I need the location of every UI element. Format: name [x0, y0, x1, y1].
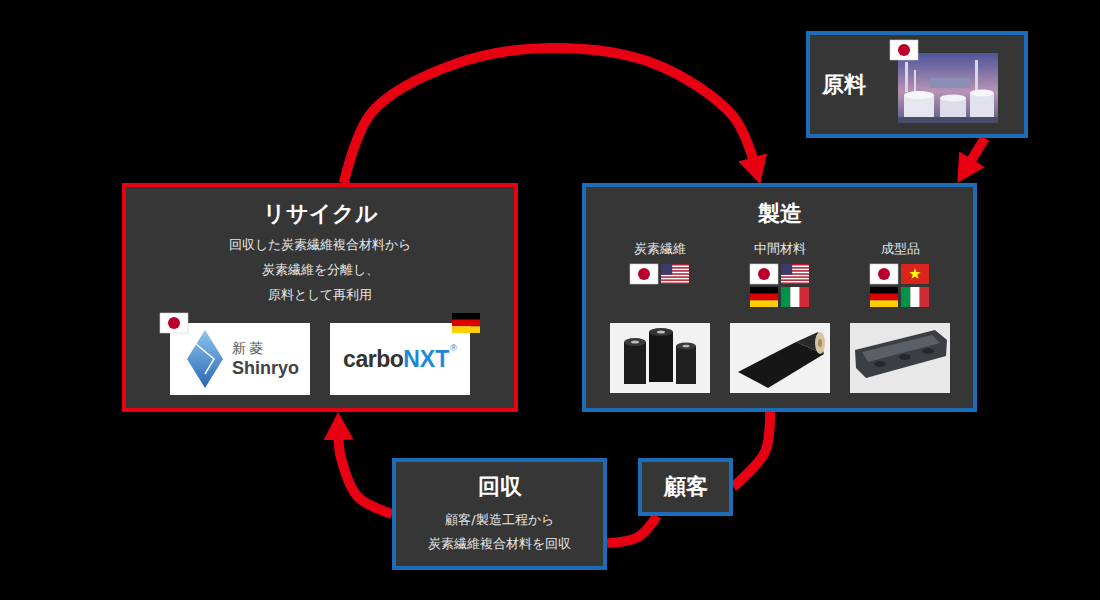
- refinery-photo-part: [905, 62, 908, 92]
- fiber-photo-part: [683, 345, 690, 348]
- cycle-arrow: [733, 412, 770, 487]
- fiber-photo-part: [676, 343, 696, 350]
- molded-part-photo-part: [899, 354, 911, 360]
- refinery-photo-part: [930, 78, 970, 88]
- stage-box: 製造: [582, 183, 977, 412]
- cycle-arrow: [970, 138, 985, 163]
- molded-part-photo-part: [850, 323, 950, 393]
- logo-text: NXT: [403, 345, 449, 373]
- country-flag-part: [901, 264, 929, 284]
- shinryo-mark-part: [196, 344, 214, 374]
- cycle-arrow: [339, 436, 392, 514]
- box-heading: 回収: [478, 472, 522, 502]
- sheet-photo-part: [730, 323, 830, 393]
- refinery-photo-part: [904, 91, 934, 99]
- product-label: 中間材料: [754, 240, 806, 258]
- sheet-photo: [730, 323, 830, 393]
- box-body: 回収した炭素繊維複合材料から 炭素繊維を分離し、 原料として再利用: [220, 232, 420, 307]
- box-heading: リサイクル: [263, 199, 378, 229]
- box-body: 顧客/製造工程から 炭素繊維複合材料を回収: [425, 508, 575, 556]
- country-flag-part: [630, 264, 658, 284]
- fiber-photo-part: [649, 332, 673, 382]
- molded-part-photo-part: [855, 330, 947, 378]
- product-label: 炭素繊維: [634, 240, 686, 258]
- fiber-photo-part: [624, 338, 646, 346]
- fiber-photo: [610, 323, 710, 393]
- input-box: 原料: [806, 31, 1028, 138]
- country-flag-part: [160, 313, 188, 333]
- fiber-photo-part: [657, 331, 665, 334]
- country-flag-part: [781, 264, 809, 284]
- sheet-photo-part: [796, 332, 824, 354]
- label-slot: 炭素繊維: [610, 238, 710, 258]
- refinery-photo-part: [975, 60, 978, 92]
- refinery-photo-part: [914, 70, 916, 92]
- refinery-photo-part: [898, 53, 998, 123]
- logo-text: ®: [450, 343, 457, 353]
- country-flag-part: [901, 287, 929, 307]
- box-heading: 顧客: [664, 472, 708, 502]
- country-flag-part: [870, 264, 898, 284]
- refinery-photo: [898, 53, 998, 123]
- shinryo-mark: [187, 330, 223, 388]
- fiber-photo-part: [631, 341, 639, 344]
- cycle-arrow: [607, 516, 657, 543]
- product-label: 成型品: [881, 240, 920, 258]
- sheet-photo-part: [815, 332, 825, 354]
- fiber-photo-part: [624, 342, 646, 384]
- logo-text: 新菱: [232, 339, 266, 357]
- molded-part-photo-part: [862, 335, 940, 362]
- country-flag-part: [890, 40, 918, 60]
- sheet-photo-part: [818, 339, 822, 347]
- country-flag-part: [750, 264, 778, 284]
- molded-part-photo: [850, 323, 950, 393]
- refinery-photo-part: [940, 95, 966, 102]
- refinery-photo-part: [904, 95, 934, 117]
- logo-text: carbo: [343, 345, 403, 373]
- box-heading: 原料: [822, 70, 866, 100]
- shinryo-mark-part: [187, 330, 223, 388]
- refinery-photo-part: [940, 98, 966, 117]
- stage-box: リサイクル回収した炭素繊維複合材料から 炭素繊維を分離し、 原料として再利用新菱…: [122, 183, 518, 412]
- label-slot: 成型品: [850, 238, 950, 258]
- stage-box: 回収顧客/製造工程から 炭素繊維複合材料を回収: [392, 458, 607, 570]
- actor-box: 顧客: [638, 458, 733, 516]
- box-heading: 製造: [758, 199, 802, 229]
- country-flag-part: [750, 287, 778, 307]
- country-flag: [160, 40, 929, 333]
- molded-part-photo-part: [922, 348, 934, 354]
- cycle-arrow: [344, 48, 754, 183]
- fiber-photo-part: [676, 346, 696, 384]
- country-flag-part: [661, 264, 689, 284]
- molded-part-photo-part: [874, 361, 886, 367]
- country-flag-part: [452, 313, 480, 333]
- refinery-photo-part: [970, 93, 994, 117]
- refinery-photo-part: [898, 117, 998, 123]
- logo-box: 新菱Shinryo: [170, 323, 310, 395]
- logo-text: Shinryo: [232, 357, 299, 379]
- country-flag-part: [870, 287, 898, 307]
- sheet-photo-part: [738, 342, 824, 388]
- logo-box: carboNXT®: [330, 323, 470, 395]
- label-slot: 中間材料: [730, 238, 830, 258]
- fiber-photo-part: [610, 323, 710, 393]
- fiber-photo-part: [649, 328, 673, 336]
- refinery-photo-part: [970, 90, 994, 97]
- country-flag-part: [781, 287, 809, 307]
